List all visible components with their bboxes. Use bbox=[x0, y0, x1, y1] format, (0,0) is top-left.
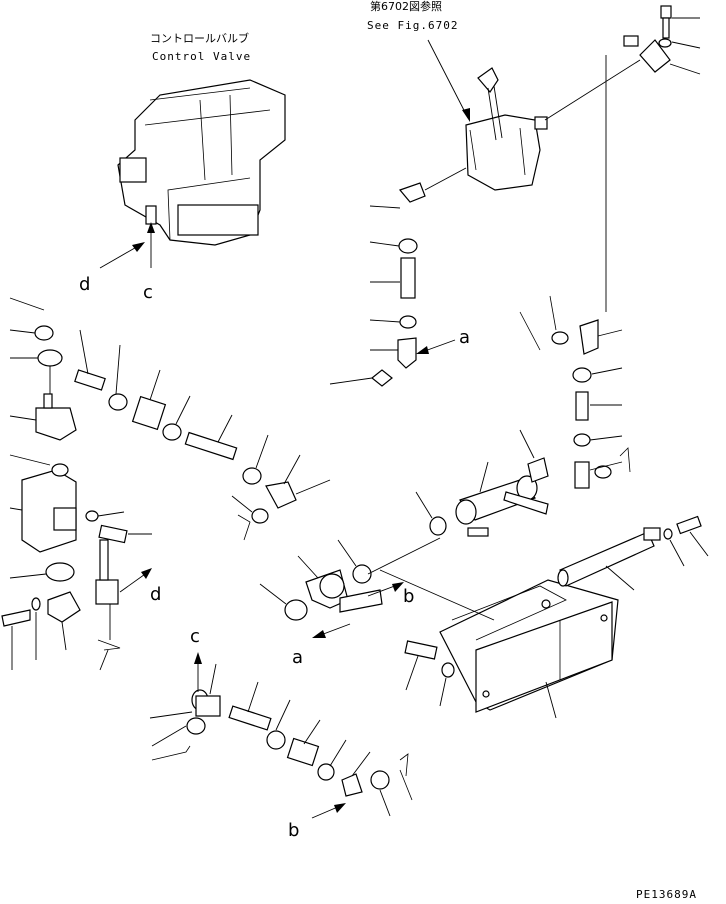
bracket-bolts bbox=[404, 640, 455, 707]
lower-rod-assembly bbox=[149, 663, 413, 817]
control-valve-body bbox=[117, 79, 286, 246]
ref-letter-a-center: a bbox=[292, 647, 303, 668]
control-lever-assembly bbox=[398, 67, 548, 203]
clip-assembly bbox=[85, 510, 152, 671]
arrow-d-bottom bbox=[119, 568, 152, 593]
ref-letter-d-top: d bbox=[79, 274, 90, 295]
arrow-d-valve bbox=[99, 242, 145, 269]
drawing-number: PE13689A bbox=[636, 888, 697, 901]
arrow-c-valve bbox=[147, 222, 155, 268]
control-valve-label-jp: コントロールバルブ bbox=[150, 31, 249, 45]
see-fig-label-jp: 第6702図参照 bbox=[370, 0, 442, 13]
center-linkage-stack bbox=[329, 205, 418, 387]
arrow-a-center bbox=[312, 623, 351, 638]
see-fig-label-en: See Fig.6702 bbox=[367, 19, 458, 32]
arrow-c-bottom bbox=[194, 652, 202, 692]
bracket-pipe bbox=[557, 515, 709, 591]
mounting-bracket bbox=[379, 569, 619, 719]
ref-letter-d-bottom: d bbox=[150, 584, 161, 605]
ref-letter-a-top: a bbox=[459, 327, 470, 348]
ref-letter-b-center: b bbox=[403, 586, 414, 607]
upper-rod-assembly bbox=[74, 329, 331, 541]
ref-letter-c-bottom: c bbox=[190, 626, 200, 647]
control-valve-label-en: Control Valve bbox=[152, 50, 251, 63]
center-bell-crank bbox=[259, 537, 441, 621]
top-right-hardware bbox=[623, 5, 701, 75]
arrow-b-bottom bbox=[311, 803, 346, 819]
ref-letter-b-bottom: b bbox=[288, 820, 299, 841]
arrow-a-top bbox=[416, 339, 456, 354]
right-linkage-stack bbox=[519, 295, 631, 489]
arrow-b-center bbox=[367, 582, 404, 597]
shaft-lever bbox=[415, 429, 549, 537]
left-parts-column bbox=[1, 297, 81, 670]
ref-letter-c-top: c bbox=[143, 282, 153, 303]
